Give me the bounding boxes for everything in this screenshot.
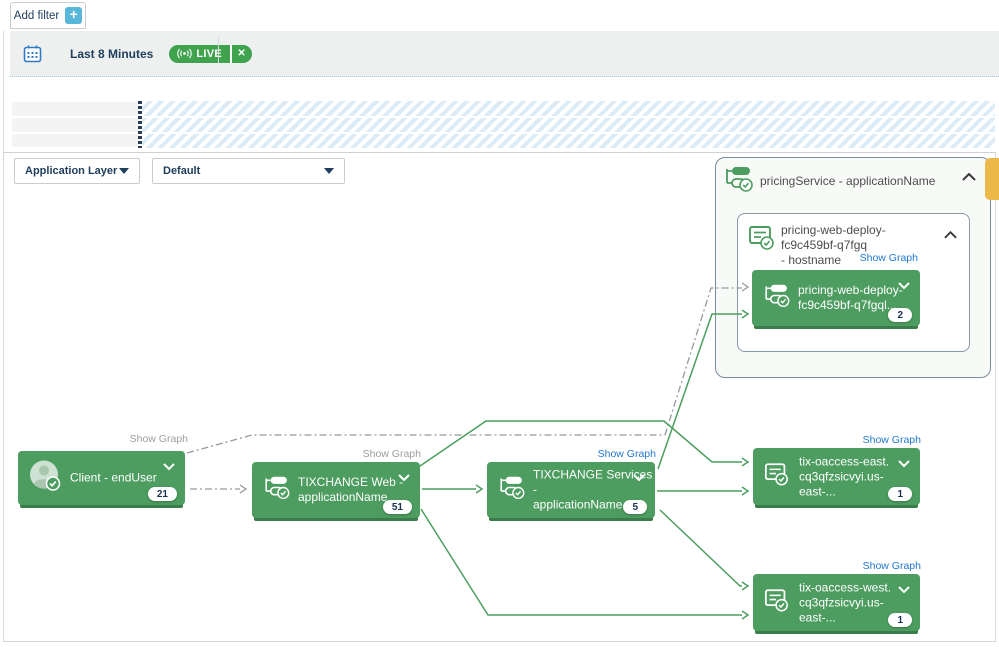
- add-filter-tab[interactable]: Add filter +: [10, 2, 86, 29]
- timeline-stripes: [142, 101, 995, 148]
- calendar-icon[interactable]: [20, 42, 44, 66]
- node-client[interactable]: Client - endUser 21: [18, 451, 185, 505]
- timeline-row: [12, 102, 139, 116]
- metric-count-badge: 2: [888, 308, 912, 322]
- toolbar-divider: [218, 37, 219, 63]
- timeline-cursor[interactable]: [138, 101, 142, 148]
- layer-dropdown-value: Application Layer: [25, 165, 118, 177]
- arrowhead-icon: [741, 486, 750, 496]
- node-label: TIXCHANGE Web - applicationName: [298, 475, 403, 505]
- timeline-row: [12, 134, 139, 147]
- edge-web-west: [420, 508, 742, 616]
- add-filter-label: Add filter: [13, 9, 60, 22]
- node-label-line1: TIXCHANGE Web -: [298, 475, 404, 489]
- live-badge: LIVE ✕: [169, 44, 252, 63]
- host-icon: [763, 461, 791, 492]
- node-tixchange-services[interactable]: TIXCHANGE Services - applicationName 5: [487, 462, 655, 518]
- arrowhead-icon: [741, 581, 750, 591]
- node-label: pricing-web-deploy- fc9c459bf-q7fgql...: [798, 283, 903, 313]
- node-label: tix-oaccess-east. cq3qfzsicvyi.us-east-.…: [799, 454, 920, 499]
- timeline-stripe-separator: [142, 116, 995, 118]
- chevron-down-icon[interactable]: [898, 581, 910, 599]
- node-label-line1: TIXCHANGE Services -: [533, 467, 653, 497]
- chevron-down-icon[interactable]: [398, 469, 410, 487]
- node-label-line1: tix-oaccess-west.: [799, 580, 892, 594]
- live-label: LIVE: [196, 47, 223, 60]
- collapse-chevron-icon[interactable]: [944, 226, 957, 244]
- host-icon: [747, 224, 777, 257]
- live-close-icon[interactable]: ✕: [237, 48, 246, 59]
- application-tier-icon: [497, 474, 527, 506]
- node-label-line2: cq3qfzsicvyi.us-east-...: [799, 595, 884, 624]
- metric-count-badge: 1: [888, 613, 912, 627]
- perspective-dropdown-value: Default: [163, 165, 201, 177]
- show-graph-link-services[interactable]: Show Graph: [597, 448, 656, 460]
- timeline-row: [12, 118, 139, 132]
- panel-side-action-tab[interactable]: [985, 158, 999, 200]
- edge-services-west: [659, 509, 742, 587]
- application-tier-icon: [762, 282, 792, 314]
- node-label-line1: pricing-web-deploy-: [798, 283, 903, 297]
- panel-left-border: [3, 31, 4, 641]
- node-label-line1: tix-oaccess-east.: [799, 454, 890, 468]
- layer-dropdown[interactable]: Application Layer: [14, 158, 140, 184]
- node-label: tix-oaccess-west. cq3qfzsicvyi.us-east-.…: [799, 580, 920, 625]
- arrowhead-icon: [741, 610, 750, 620]
- show-graph-link-pricing[interactable]: Show Graph: [859, 252, 918, 264]
- host-icon: [763, 587, 791, 618]
- node-tix-oaccess-east[interactable]: tix-oaccess-east. cq3qfzsicvyi.us-east-.…: [753, 448, 920, 505]
- arrowhead-icon: [475, 484, 484, 494]
- hostname-title-line2: - hostname: [781, 253, 842, 267]
- perspective-dropdown[interactable]: Default: [152, 158, 345, 184]
- live-badge-left: LIVE: [169, 48, 230, 60]
- show-graph-link-web[interactable]: Show Graph: [362, 448, 421, 460]
- node-pricing-web-deploy[interactable]: pricing-web-deploy- fc9c459bf-q7fgql... …: [752, 270, 920, 326]
- collapse-chevron-icon[interactable]: [962, 168, 976, 186]
- node-label-line2: applicationName: [533, 497, 623, 512]
- time-toolbar: Last 8 Minutes LIVE ✕: [10, 31, 999, 77]
- chevron-down-icon: [119, 168, 129, 174]
- timeline-stripe-separator: [142, 132, 995, 134]
- panel-bottom-border: [3, 641, 996, 642]
- chevron-down-icon: [324, 168, 334, 174]
- show-graph-link-west[interactable]: Show Graph: [862, 560, 921, 572]
- node-label: TIXCHANGE Services - applicationName: [533, 468, 655, 513]
- live-signal-icon: [177, 48, 193, 59]
- chevron-down-icon[interactable]: [898, 455, 910, 473]
- end-user-avatar: [28, 459, 62, 498]
- arrowhead-icon: [239, 484, 248, 494]
- show-graph-link-east[interactable]: Show Graph: [862, 434, 921, 446]
- node-label-line2: fc9c459bf-q7fgql...: [798, 298, 897, 312]
- node-tix-oaccess-west[interactable]: tix-oaccess-west. cq3qfzsicvyi.us-east-.…: [753, 574, 920, 631]
- metric-count-badge: 21: [147, 487, 177, 501]
- chevron-down-icon[interactable]: [163, 458, 175, 476]
- time-range-label[interactable]: Last 8 Minutes: [70, 46, 154, 61]
- application-tier-icon: [723, 164, 755, 199]
- node-label: Client - endUser: [70, 470, 157, 485]
- arrowhead-icon: [741, 457, 750, 467]
- canvas-top-divider: [3, 152, 996, 153]
- pricing-panel-title: pricingService - applicationName: [760, 174, 936, 188]
- hostname-group-title: pricing-web-deploy-fc9c459bf-q7fgq - hos…: [781, 223, 936, 268]
- add-filter-plus-icon[interactable]: +: [65, 7, 83, 24]
- chevron-down-icon[interactable]: [633, 469, 645, 487]
- application-tier-icon: [262, 474, 292, 506]
- live-badge-divider: [230, 44, 232, 63]
- metric-count-badge: 5: [623, 500, 647, 514]
- edge-client-pricing: [186, 287, 742, 454]
- hostname-title-line1: pricing-web-deploy-fc9c459bf-q7fgq: [781, 223, 886, 252]
- panel-right-border: [995, 152, 996, 641]
- chevron-down-icon[interactable]: [898, 277, 910, 295]
- metric-count-badge: 51: [382, 500, 412, 514]
- node-label-line2: cq3qfzsicvyi.us-east-...: [799, 469, 884, 498]
- node-tixchange-web[interactable]: TIXCHANGE Web - applicationName 51: [252, 462, 420, 518]
- metric-count-badge: 1: [888, 487, 912, 501]
- node-label-line2: applicationName: [298, 490, 388, 504]
- show-graph-link-client[interactable]: Show Graph: [129, 433, 188, 445]
